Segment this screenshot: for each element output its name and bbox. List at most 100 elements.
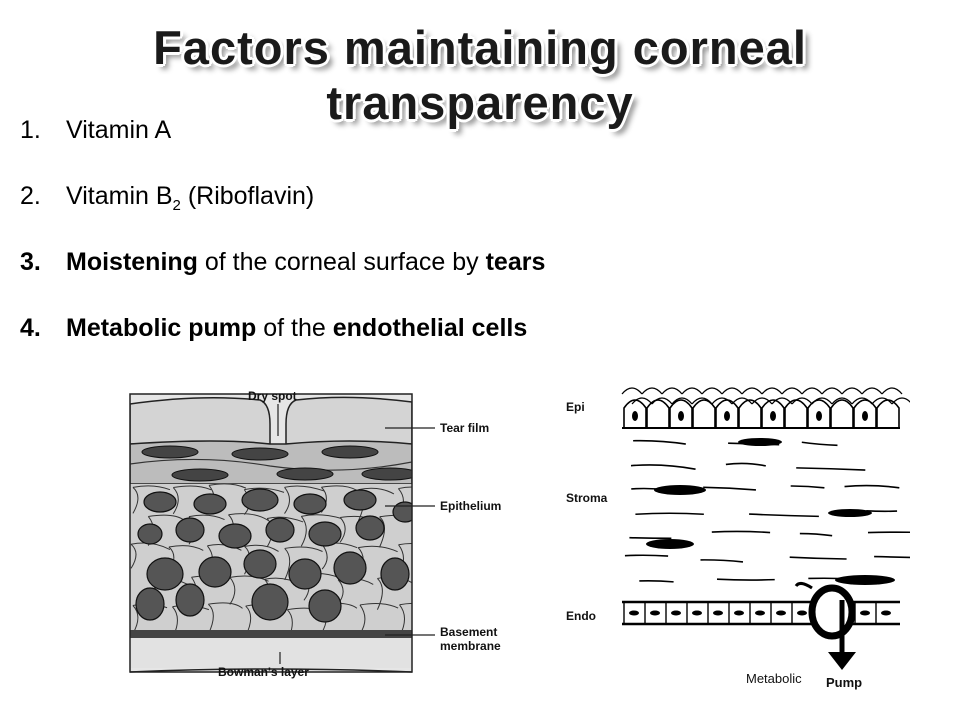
factor-text-part: of the corneal surface by xyxy=(197,248,486,276)
stroma-fiber xyxy=(725,462,766,467)
epi-squame xyxy=(731,397,753,405)
stroma-fiber xyxy=(790,485,825,489)
epi-squame xyxy=(761,387,783,395)
epi-squame xyxy=(681,387,703,395)
tear-film-layer xyxy=(130,397,271,445)
epi-squame xyxy=(751,397,773,405)
epi-squame xyxy=(861,387,883,395)
endo-nucleus xyxy=(671,610,681,616)
stroma-fiber xyxy=(711,530,771,534)
nucleus xyxy=(308,521,342,547)
epi-squame xyxy=(671,397,693,405)
epi-nucleus xyxy=(724,411,730,421)
nucleus xyxy=(175,517,205,543)
factor-text-part: tears xyxy=(485,248,546,276)
slide-title: Factors maintaining corneal transparency xyxy=(153,21,807,129)
endo-nucleus xyxy=(881,610,891,616)
dry-spot-label: Dry spot xyxy=(248,389,297,403)
cell-border xyxy=(132,485,171,514)
flat-nucleus xyxy=(231,447,289,461)
keratocyte xyxy=(738,438,782,446)
stroma-fibers xyxy=(624,438,910,585)
epithelial-nuclei xyxy=(135,488,412,623)
factor-text-part: endothelial cells xyxy=(332,314,528,342)
factor-number: 2. xyxy=(20,182,41,210)
nucleus xyxy=(175,583,205,617)
cell-border xyxy=(415,517,450,547)
endo-nucleus xyxy=(713,610,723,616)
keratocyte xyxy=(828,509,872,517)
epi-squame xyxy=(791,397,813,405)
keratocyte xyxy=(835,575,895,585)
endothelial-cells xyxy=(623,602,891,624)
cell-border xyxy=(172,485,212,515)
pump-ring xyxy=(808,584,856,640)
factor-text: Metabolic pump of the endothelial cells xyxy=(66,314,527,343)
stroma-fiber xyxy=(633,439,686,445)
tear-film-epithelium-figure: Dry spot Tear film Epithelium Basement m… xyxy=(129,389,501,679)
factor-number: 1. xyxy=(20,116,41,144)
epi-squame xyxy=(621,387,643,395)
epi-squame xyxy=(661,387,683,395)
endo-nucleus xyxy=(797,610,807,616)
epi-cell xyxy=(876,399,900,428)
epi-squame xyxy=(881,387,903,395)
nucleus xyxy=(355,515,385,541)
epi-squame xyxy=(841,387,863,395)
epi-squame xyxy=(651,397,673,405)
cell-border xyxy=(284,546,323,581)
nucleus xyxy=(218,523,252,549)
nucleus xyxy=(146,557,184,591)
epi-squame xyxy=(871,397,893,405)
flat-nucleus xyxy=(361,467,412,481)
epi-squame xyxy=(851,397,873,405)
nucleus xyxy=(251,583,289,621)
factor-number: 3. xyxy=(20,248,41,276)
epithelial-cells xyxy=(621,387,910,428)
epi-squame xyxy=(781,387,803,395)
bowmans-layer-label: Bowman's layer xyxy=(218,665,309,679)
flat-nuclei xyxy=(141,445,412,482)
nucleus xyxy=(143,491,177,513)
stroma-fiber xyxy=(867,531,910,534)
epi-squame xyxy=(641,387,663,395)
endo-nucleus xyxy=(629,610,639,616)
cell-border xyxy=(415,575,450,608)
epi-squame xyxy=(811,397,833,405)
nucleus xyxy=(343,489,377,511)
endo-nucleus xyxy=(860,610,870,616)
stroma-fiber xyxy=(749,513,819,518)
tear-film-label: Tear film xyxy=(440,421,489,435)
factor-text-part: 2 xyxy=(172,197,181,214)
epi-squame xyxy=(631,397,653,405)
epi-nucleus xyxy=(632,411,638,421)
stroma-fiber xyxy=(801,441,838,447)
stroma-fiber xyxy=(624,554,669,557)
factor-text-part: Vitamin A xyxy=(66,116,172,144)
factor-item: 3.Moistening of the corneal surface by t… xyxy=(20,248,940,314)
factor-text: Vitamin A xyxy=(66,116,171,145)
epithelium-label: Epithelium xyxy=(440,499,501,513)
stroma-fiber xyxy=(874,555,910,559)
epi-squame xyxy=(691,397,713,405)
endo-nucleus xyxy=(734,610,744,616)
epi-squame xyxy=(741,387,763,395)
endo-nucleus xyxy=(650,610,660,616)
nucleus xyxy=(243,549,277,579)
factor-item: 1. Vitamin A xyxy=(20,116,940,182)
epi-squame xyxy=(891,397,910,405)
cell-border xyxy=(284,485,325,514)
stroma-fiber xyxy=(716,578,775,581)
endo-nucleus xyxy=(755,610,765,616)
flat-nucleus xyxy=(321,445,379,459)
stroma-fiber xyxy=(844,484,900,489)
nucleus xyxy=(193,493,227,515)
endo-nucleus xyxy=(692,610,702,616)
epi-cell xyxy=(830,399,854,428)
pump-label: Pump xyxy=(826,675,862,690)
nucleus xyxy=(137,523,163,545)
stroma-fiber xyxy=(796,467,866,471)
stroma-fiber xyxy=(629,536,672,540)
